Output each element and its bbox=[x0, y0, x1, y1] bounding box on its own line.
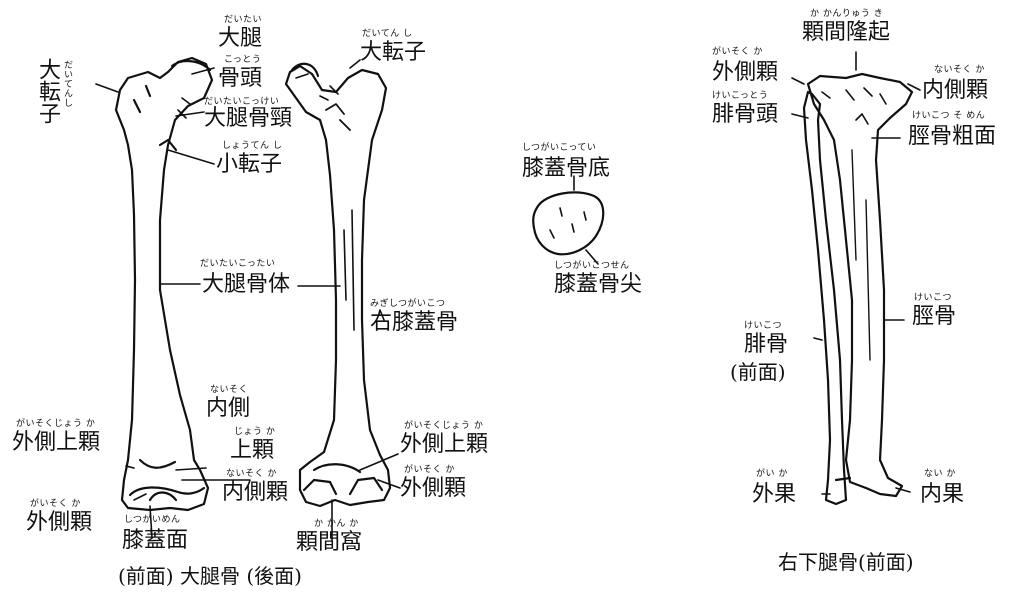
label-tibial-tuberosity: 脛骨粗面 bbox=[908, 124, 997, 149]
femur-posterior-drawing bbox=[284, 62, 392, 508]
ruby-trochanter-major-left: だいてんし bbox=[62, 60, 72, 108]
label-fibula-head: 腓骨頭 bbox=[712, 102, 779, 127]
tibia-fibula-drawing bbox=[802, 72, 914, 506]
ruby-lateral-condyle-right: がいそく か bbox=[404, 465, 455, 475]
label-head-bottom: 骨頭 bbox=[218, 66, 263, 91]
label-lateral-epi-left: 外側上顆 bbox=[12, 430, 101, 455]
ruby-tibial-tuberosity: けいこつ そ めん bbox=[912, 111, 986, 121]
label-leg-medial-condyle: 内側顆 bbox=[922, 78, 989, 103]
ruby-intercondylar-eminence: か かんりゅう き bbox=[810, 9, 884, 19]
label-medial-condyle: 内側顆 bbox=[222, 480, 289, 505]
ruby-head-top: だいたい bbox=[224, 15, 263, 25]
label-trochanter-major-left: 大転子 bbox=[35, 58, 60, 124]
label-intercondylar-fossa: 顆間窩 bbox=[296, 530, 363, 555]
label-patella-apex: 膝蓋骨尖 bbox=[554, 272, 643, 297]
label-fibula: 腓骨 bbox=[744, 332, 789, 357]
label-head-top: 大腿 bbox=[218, 26, 263, 51]
caption-femur: (前面) 大腿骨 (後面) bbox=[118, 564, 302, 588]
ruby-patella-base: しつがいこってい bbox=[522, 143, 597, 153]
label-patella-right: 右膝蓋骨 bbox=[370, 310, 459, 335]
ruby-trochanter-minor: しょうてん し bbox=[222, 141, 283, 151]
ruby-leg-medial-condyle: ないそく か bbox=[934, 65, 985, 75]
ruby-intercondylar-fossa: か かん か bbox=[314, 519, 359, 529]
label-neck: 大腿骨頸 bbox=[204, 106, 293, 131]
ruby-fibula: けいこつ bbox=[744, 321, 783, 331]
ruby-lateral-epi-left: がいそくじょう か bbox=[16, 419, 96, 429]
ruby-medial-condyle: ないそく か bbox=[226, 469, 277, 479]
label-trochanter-major-right: 大転子 bbox=[360, 40, 427, 65]
label-lateral-condyle-left: 外側顆 bbox=[26, 510, 93, 535]
caption-leg: 右下腿骨(前面) bbox=[778, 550, 914, 574]
label-lateral-epi-right: 外側上顆 bbox=[400, 432, 489, 457]
ruby-head-bottom: こっとう bbox=[224, 55, 262, 65]
label-intercondylar-eminence: 顆間隆起 bbox=[802, 20, 891, 45]
label-patellar-surface: 膝蓋面 bbox=[122, 528, 189, 553]
leader-lines bbox=[95, 51, 921, 541]
label-patella-base: 膝蓋骨底 bbox=[522, 156, 611, 181]
label-lateral-malleolus: 外果 bbox=[752, 482, 797, 507]
patella-drawing bbox=[532, 191, 605, 256]
label-body: 大腿骨体 bbox=[202, 272, 291, 297]
label-tibia: 脛骨 bbox=[912, 304, 957, 329]
label-lateral-condyle-right: 外側顆 bbox=[400, 476, 467, 501]
ruby-lateral-condyle-left: がいそく か bbox=[30, 499, 81, 509]
label-medial-epi-top: 内側 bbox=[206, 396, 251, 421]
ruby-tibia: けいこつ bbox=[914, 293, 953, 303]
label-medial-malleolus: 内果 bbox=[920, 482, 965, 507]
ruby-lateral-malleolus: がい か bbox=[756, 469, 788, 479]
ruby-lateral-epi-right: がいそくじょう か bbox=[404, 421, 484, 431]
ruby-neck: だいたいこっけい bbox=[204, 97, 280, 107]
label-fibula-note: (前面) bbox=[730, 360, 786, 384]
ruby-trochanter-major-right: だいてん し bbox=[362, 29, 413, 39]
label-leg-lateral-condyle: 外側顆 bbox=[712, 60, 779, 85]
ruby-patella-apex: しつがいこつせん bbox=[554, 261, 630, 271]
ruby-leg-lateral-condyle: がいそく か bbox=[712, 47, 763, 57]
ruby-body: だいたいこったい bbox=[200, 259, 276, 269]
ruby-medial-epi-top: ないそく bbox=[210, 385, 249, 395]
ruby-patellar-surface: しつがいめん bbox=[124, 515, 181, 525]
ruby-medial-epi-bottom: じょう か bbox=[234, 427, 276, 437]
ruby-fibula-head: けいこっとう bbox=[712, 91, 769, 101]
label-medial-epi-bottom: 上顆 bbox=[230, 438, 275, 463]
ruby-patella-right: みぎしつがいこつ bbox=[370, 299, 446, 309]
label-trochanter-minor: 小転子 bbox=[216, 152, 283, 177]
ruby-medial-malleolus: ない か bbox=[924, 469, 956, 479]
